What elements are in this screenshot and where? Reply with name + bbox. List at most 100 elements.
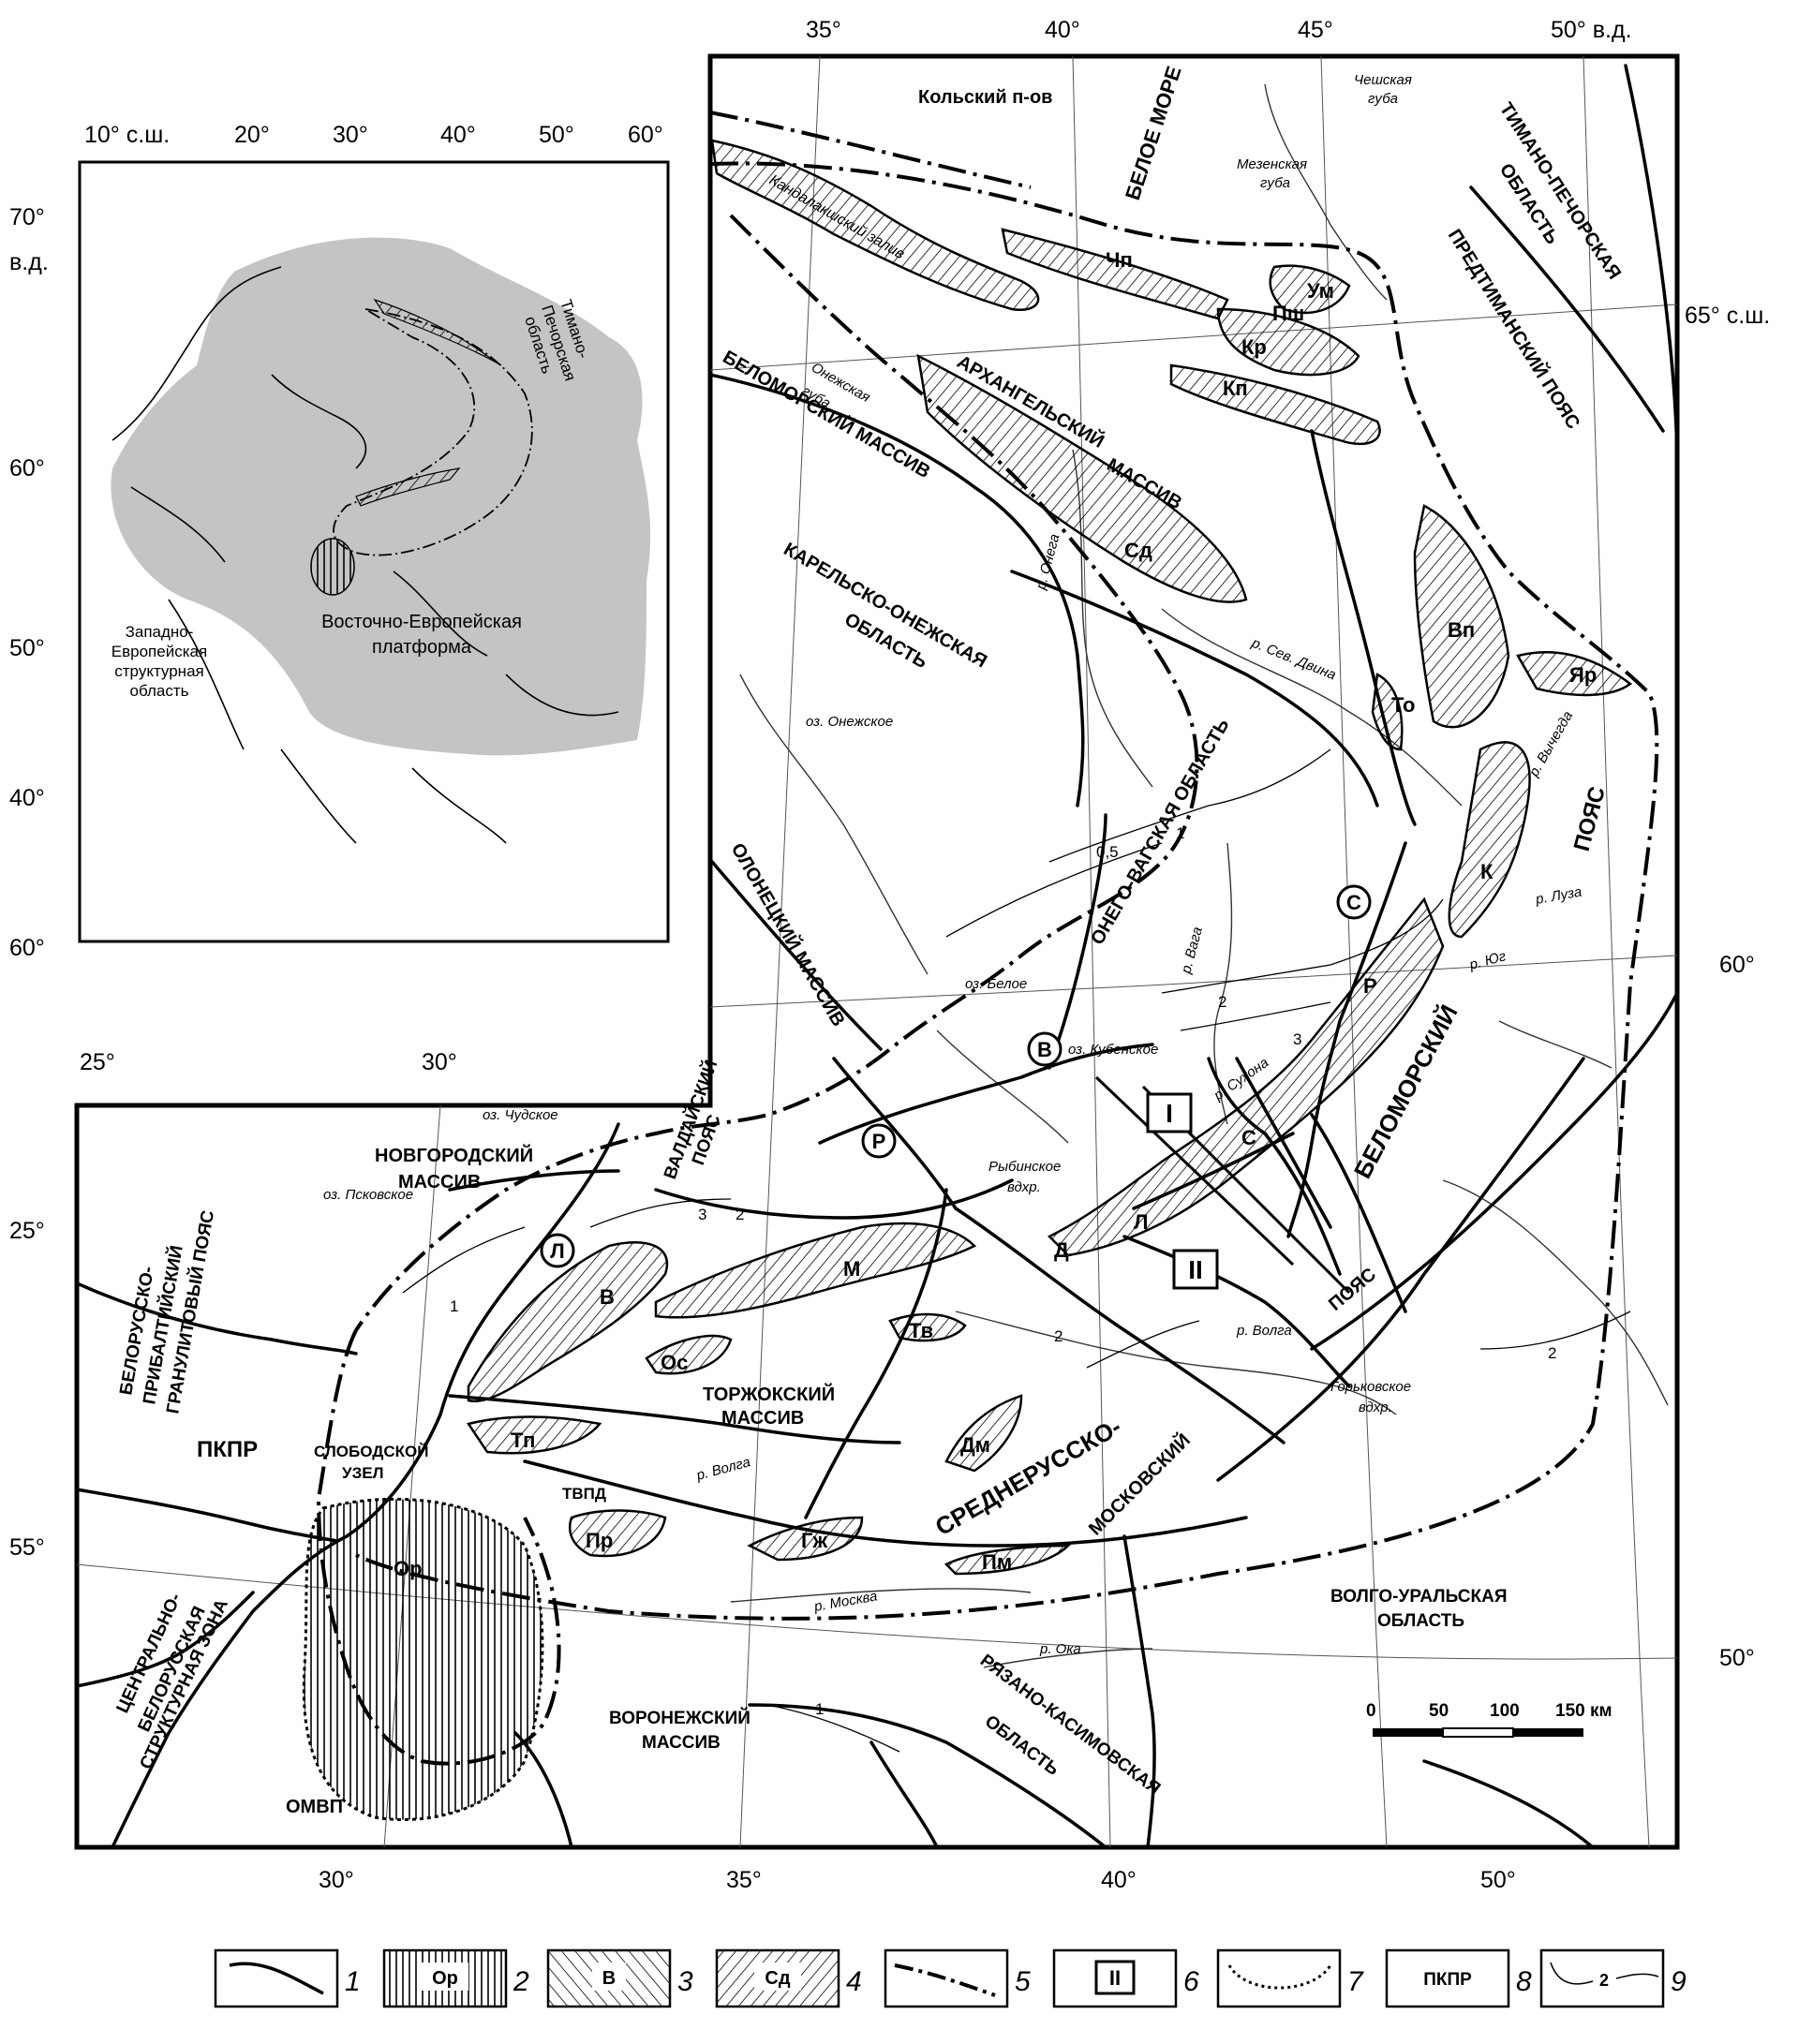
inset-hatch-belt [373, 298, 502, 366]
label-rybinsk: Рыбинское [988, 1159, 1061, 1175]
legend-item-4: Сд 4 [715, 1948, 862, 2008]
lat-label: 65° с.ш. [1685, 303, 1770, 329]
legend-sample: В [602, 1968, 616, 1989]
basin-vp [1413, 504, 1510, 729]
inset-lon-label: 40° [440, 122, 476, 148]
basin-psh-kr [1216, 307, 1360, 377]
label-volga-1: р. Волга [1236, 1323, 1292, 1339]
basin-label: М [843, 1257, 860, 1281]
label-beloe-oz: оз. Белое [965, 976, 1027, 992]
main-map: Кольский п-ов БЕЛОЕ МОРЕ Чешская губа Ме… [9, 17, 1770, 1893]
inset-orsha-depression [310, 538, 355, 596]
label-tvpd: ТВПД [562, 1485, 606, 1503]
label-oka: р. Ока [1039, 1641, 1081, 1657]
inset-lon-label: 60° [628, 122, 663, 148]
circle-marker-label: С [1346, 891, 1361, 914]
basin-label: Кр [1241, 335, 1267, 359]
legend-sample: Ор [432, 1968, 458, 1989]
lat-label: 50° [1719, 1645, 1755, 1671]
basin-label: Пр [586, 1529, 613, 1552]
basin-v [467, 1241, 669, 1403]
legend-item-1: 1 [214, 1948, 361, 2008]
inset-coastline [111, 266, 619, 844]
lon-label: 35° [806, 17, 841, 43]
label-volgo-ural: ОБЛАСТЬ [1377, 1611, 1464, 1631]
basin-gzh [747, 1516, 864, 1562]
legend-item-3: В 3 [546, 1948, 693, 2008]
lon-label: 35° [726, 1867, 762, 1893]
basin-m [654, 1222, 977, 1319]
basin-yar [1516, 651, 1633, 697]
legend: 1 Ор 2 В 3 Сд 4 5 II 6 [214, 1948, 1687, 2008]
circle-marker: Р [861, 1123, 897, 1159]
basin-label: Р [1363, 974, 1377, 998]
basin-label: Кп [1223, 377, 1248, 400]
basin-pr [568, 1509, 667, 1558]
isoline-value: 0,5 [1096, 843, 1119, 861]
lon-label: 45° [1298, 17, 1333, 43]
label-novgorod: НОВГОРОДСКИЙ [375, 1144, 533, 1166]
circle-marker: В [1027, 1031, 1063, 1067]
basin-r-s-l-d [1047, 896, 1445, 1257]
basin-index-labels: Чп Ум Пш Кр Кп Сд Вп Яр То К Р С Л Д М В… [394, 248, 1597, 1580]
basin-label: Тп [511, 1429, 535, 1452]
inset-lon-label: 30° [333, 122, 368, 148]
label-pkpr: ПКПР [197, 1437, 258, 1462]
label-volgo-ural: ВОЛГО-УРАЛЬСКАЯ [1330, 1587, 1508, 1607]
basin-label: Дм [960, 1433, 990, 1457]
basin-k [1448, 741, 1531, 939]
inset-lat-label: 70° [9, 204, 45, 230]
inset-lat-label: в.д. [9, 249, 49, 275]
inset-lon-label: 50° [539, 122, 574, 148]
main-graticule-labels: 35° 40° 45° 50° в.д. 30° 35° 40° 50° 25°… [9, 17, 1770, 1893]
circle-marker: С [1336, 884, 1372, 920]
label-slobod: УЗЕЛ [342, 1464, 384, 1482]
basin-label: Яр [1569, 663, 1597, 687]
basin-label: Ор [394, 1557, 423, 1580]
isoline-value: 1 [1176, 824, 1184, 842]
scale-tick: 150 км [1555, 1701, 1612, 1721]
sedimentary-basins [302, 139, 1633, 1821]
isoline-value: 2 [1548, 1344, 1556, 1362]
basin-um [1269, 264, 1351, 314]
basin-label: Гж [801, 1529, 827, 1552]
zone-label: II [1188, 1255, 1203, 1284]
basin-kandalaksha [710, 139, 1040, 312]
inset-west-label: структурная [114, 662, 203, 680]
legend-sample: 2 [1599, 1971, 1609, 1990]
scale-tick: 0 [1366, 1701, 1376, 1721]
lon-label: 40° [1045, 17, 1080, 43]
label-gorky: вдхр. [1359, 1400, 1392, 1415]
label-mezen: губа [1260, 175, 1290, 191]
legend-item-5: 5 [884, 1948, 1031, 2008]
lon-label: 30° [319, 1867, 354, 1893]
isoline-value: 3 [698, 1206, 706, 1223]
inset-lat-label: 60° [9, 935, 45, 961]
label-kola: Кольский п-ов [918, 87, 1052, 108]
inset-lat-label: 50° [9, 635, 45, 661]
label-chesh: Чешская [1354, 72, 1412, 88]
basin-tv [888, 1312, 967, 1342]
label-chesh: губа [1368, 91, 1398, 107]
legend-item-8: ПКПР 8 [1385, 1948, 1532, 2008]
legend-item-2: Ор 2 [382, 1948, 529, 2008]
circle-marker-label: В [1037, 1038, 1052, 1061]
label-voronezh: ВОРОНЕЖСКИЙ [609, 1708, 750, 1728]
inset-west-label: область [130, 682, 189, 700]
label-omvp: ОМВП [286, 1797, 343, 1817]
basin-label: К [1480, 860, 1493, 883]
basin-label: С [1241, 1126, 1256, 1149]
zone-label: I [1166, 1099, 1173, 1128]
basin-label: Тв [909, 1319, 933, 1342]
inset-hatch-belt-2 [355, 467, 461, 507]
scale-tick: 100 [1490, 1701, 1520, 1721]
legend-item-9: 2 9 [1539, 1948, 1687, 2008]
inset-lon-label: 10° с.ш. [84, 122, 170, 148]
label-torzh: МАССИВ [721, 1408, 804, 1429]
basin-label: Сд [1124, 539, 1152, 562]
inset-platform-label: Восточно-Европейская [321, 612, 522, 632]
basin-sd [916, 353, 1248, 603]
basin-os [645, 1334, 733, 1375]
legend-number: 9 [1671, 1966, 1687, 1997]
